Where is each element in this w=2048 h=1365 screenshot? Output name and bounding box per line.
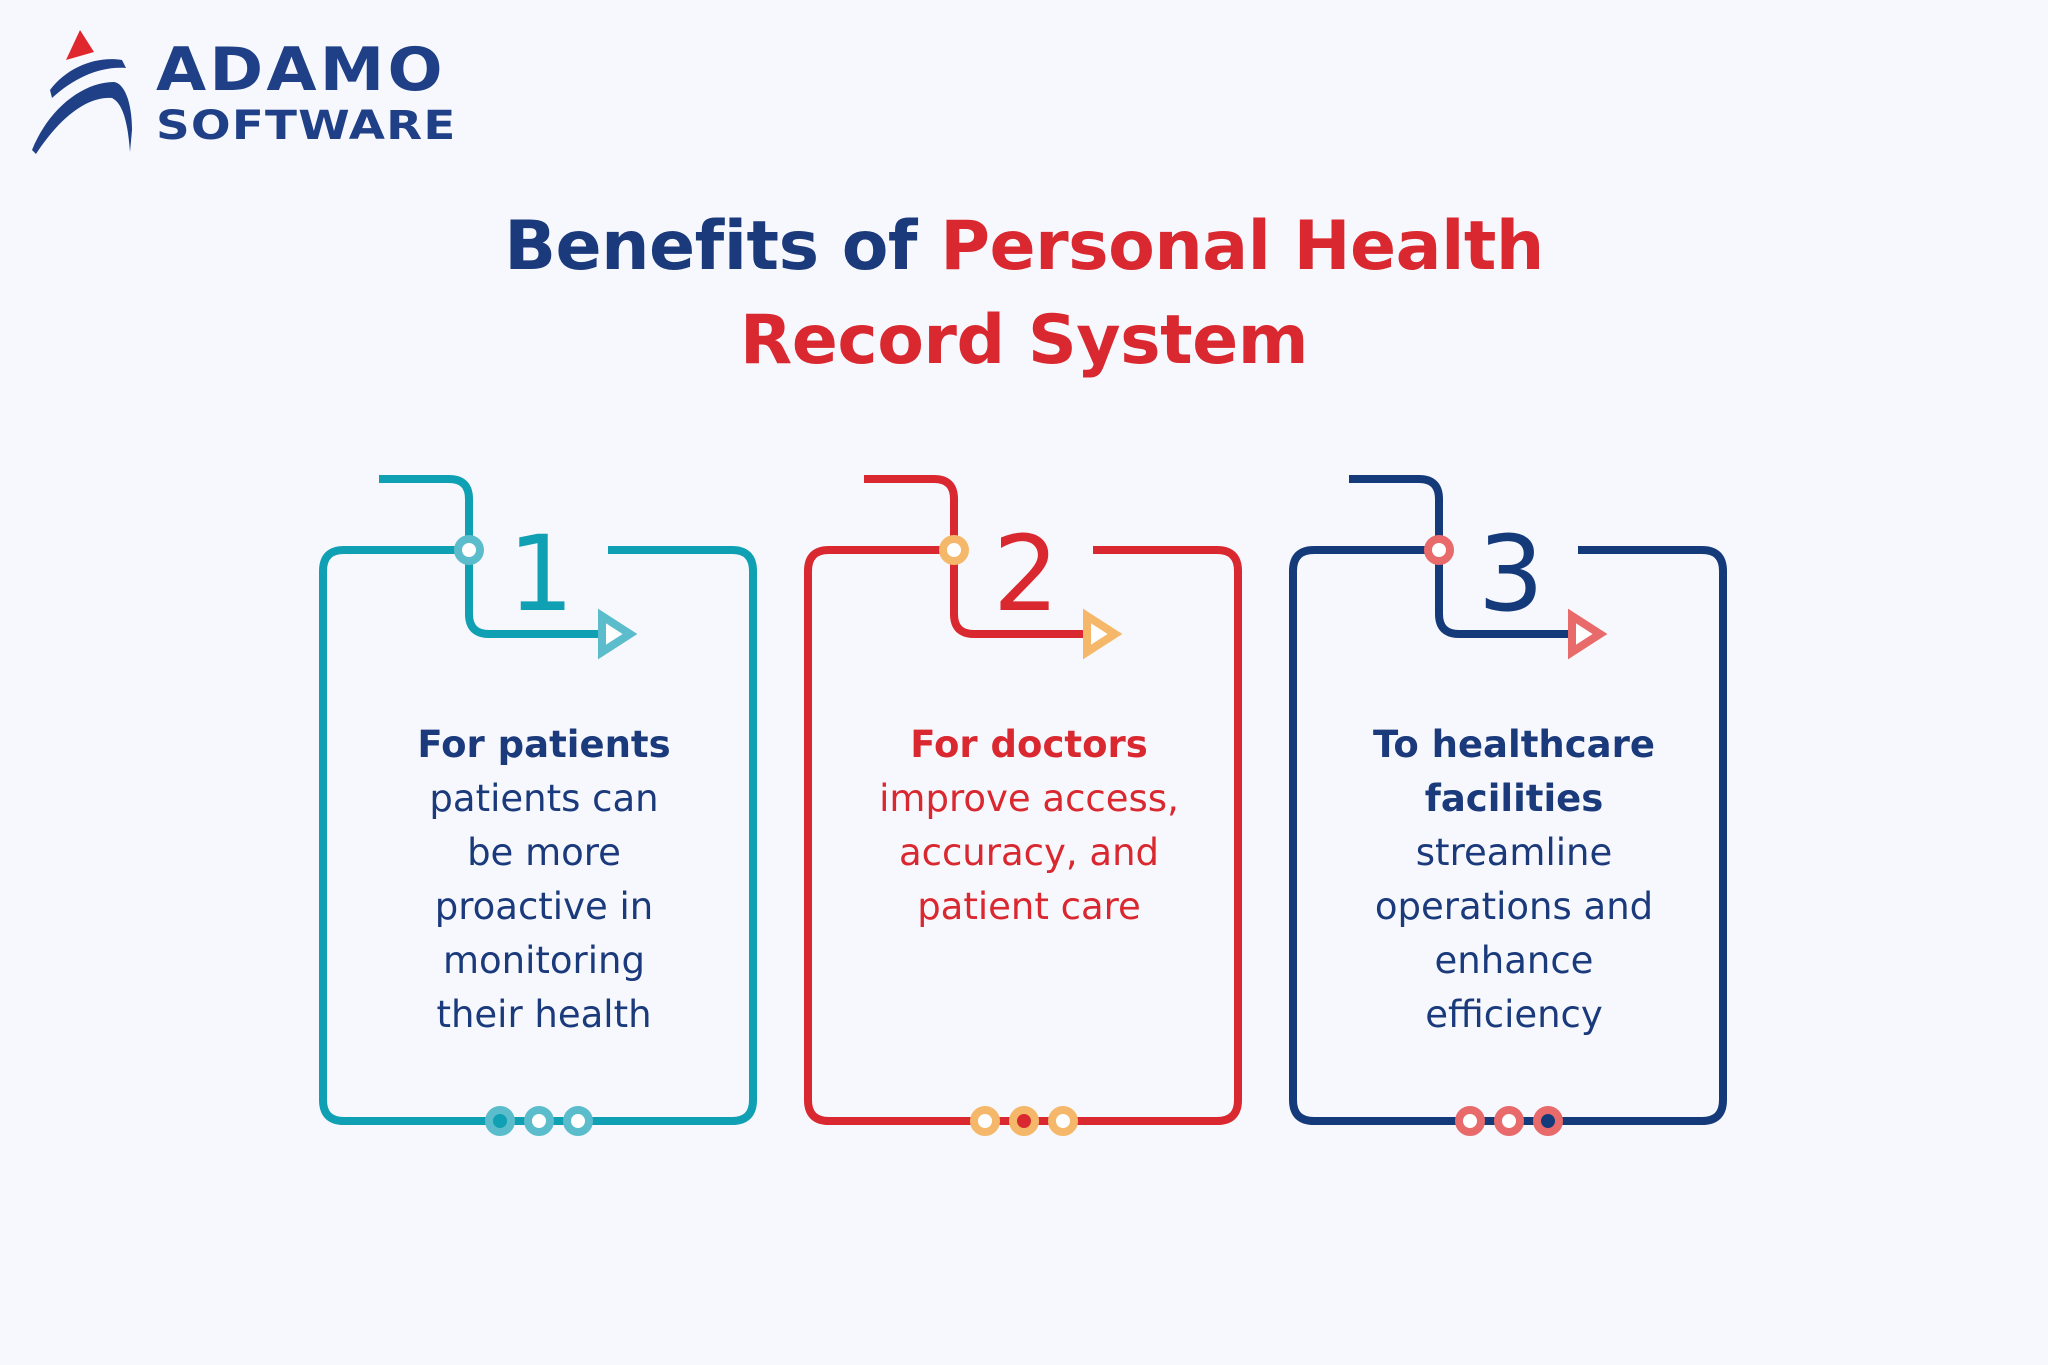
card-number: 1 [507,513,575,635]
card-number: 3 [1477,513,1545,635]
arrow-icon [1083,608,1123,660]
junction-circle [1424,535,1454,565]
benefit-card-patients: 1 For patients patients can be more proa… [300,470,760,1150]
card-heading: For patients [417,723,671,766]
card-text: For doctors improve access, accuracy, an… [841,718,1217,934]
title-part2: Personal Health [940,207,1544,286]
card-body: patients can be more proactive in monito… [429,777,659,1036]
brand-name-line1: ADAMO [156,35,446,105]
card-heading: For doctors [910,723,1148,766]
arrow-icon [1568,608,1608,660]
brand-wordmark: ADAMO SOFTWARE [156,40,455,146]
benefit-card-facilities: 3 To healthcare facilities streamline op… [1270,470,1730,1150]
card-heading: To healthcare facilities [1373,723,1655,820]
card-frame [804,475,1242,1136]
card-text: To healthcare facilities streamline oper… [1326,718,1702,1042]
benefit-card-doctors: 2 For doctors improve access, accuracy, … [785,470,1245,1150]
card-number: 2 [992,513,1060,635]
card-text: For patients patients can be more proact… [364,718,724,1042]
title-part1: Benefits of [504,207,941,286]
adamo-logo-icon [32,30,132,154]
card-frame [319,475,757,1136]
page-title: Benefits of Personal Health Record Syste… [0,200,2048,388]
arrow-icon [598,608,638,660]
card-body: improve access, accuracy, and patient ca… [879,777,1179,928]
brand-logo: ADAMO SOFTWARE [28,26,468,156]
card-frame [1289,475,1727,1136]
title-line2: Record System [739,301,1309,380]
brand-name-line2: SOFTWARE [156,103,457,149]
junction-circle [939,535,969,565]
card-body: streamline operations and enhance effici… [1374,831,1654,1036]
junction-circle [454,535,484,565]
